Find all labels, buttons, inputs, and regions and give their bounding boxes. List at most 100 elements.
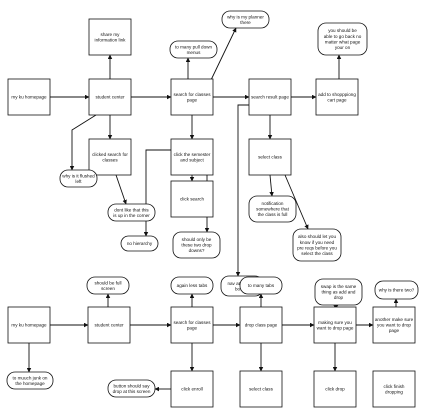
step-box — [7, 78, 51, 116]
step-box — [170, 78, 214, 116]
node-label-line: your on — [335, 45, 351, 50]
node-label-line: add to shopppiong — [318, 92, 356, 97]
comment-bubble — [6, 371, 54, 390]
step-box-r2_home: my ku homepage — [7, 306, 51, 344]
comment-bubble — [59, 169, 98, 188]
step-box — [88, 18, 132, 56]
node-label-line: should be full — [94, 280, 121, 285]
node-label-line: the class is full — [258, 212, 288, 217]
comment-bubble — [169, 40, 218, 59]
node-label-line: student center — [95, 95, 125, 100]
node-label-line: another make sure — [375, 317, 414, 322]
node-label-line: the homepage — [15, 381, 45, 386]
node-label-line: notification — [262, 201, 284, 206]
step-box — [313, 306, 357, 344]
node-label-line: share my — [101, 32, 121, 37]
diagram-edges — [26, 27, 399, 392]
node-label-line: should only be — [182, 237, 212, 242]
node-label-line: is up in the corner — [113, 213, 150, 218]
comment-bubble — [107, 203, 156, 222]
step-box — [313, 370, 357, 408]
comment-bubble — [86, 276, 130, 295]
comment-bubble — [120, 235, 159, 252]
comment-bubble — [314, 278, 363, 306]
step-box — [170, 180, 214, 218]
step-box — [88, 138, 132, 176]
edge-r1_result-to-r1_navtop — [235, 104, 249, 277]
node-label-line: able to go back no — [324, 34, 362, 39]
comment-bubble — [317, 22, 368, 56]
node-label-line: and subject — [180, 157, 204, 162]
step-box-r1_clicksearch: click search — [170, 180, 214, 218]
node-label-line: left — [75, 179, 82, 184]
node-label-line: drop class page — [245, 323, 278, 328]
node-label-line: menus — [187, 50, 201, 55]
node-label-line: click enroll — [181, 387, 202, 392]
comment-bubble — [107, 379, 156, 398]
node-label-line: my ku homepage — [11, 323, 47, 328]
comment-bubble — [170, 276, 214, 295]
node-label-line: to many tabs — [248, 283, 275, 288]
node-label-line: page — [187, 325, 198, 330]
node-label-line: you want to drop — [377, 323, 411, 328]
node-label-line: click finish — [384, 384, 405, 389]
step-box — [239, 306, 283, 344]
edge-r1_selectclass-to-r1_prereq — [284, 174, 309, 230]
step-box — [170, 370, 214, 408]
node-label-line: click the semester — [174, 152, 211, 157]
comment-bubble — [292, 228, 342, 262]
node-label-line: page — [389, 328, 400, 333]
step-box — [87, 306, 131, 344]
node-label-line: search result page — [251, 95, 289, 100]
node-label-line: my ku homepage — [11, 95, 47, 100]
node-label-line: click drop — [325, 387, 345, 392]
step-box — [88, 78, 132, 116]
node-label-line: select the class — [301, 251, 333, 256]
node-label-line: want to drop page — [317, 325, 354, 330]
step-box — [170, 306, 214, 344]
comment-bubble-r1_nohier: no hierarchy — [120, 235, 159, 252]
node-label-line: pre reqs before you — [297, 245, 337, 250]
node-label-line: also should let you — [298, 234, 336, 239]
comment-bubble — [172, 231, 221, 259]
comment-bubble-r2_manytabs: to many tabs — [239, 276, 283, 295]
node-label-line: no hierarchy — [127, 241, 153, 246]
node-label-line: student center — [94, 323, 124, 328]
node-label-line: swap is the same — [321, 284, 357, 289]
edge-r1_student-to-r1_why_left — [69, 114, 97, 171]
node-label-line: why is there two? — [379, 288, 415, 293]
edge-r1_semester-to-r1_nohier — [143, 149, 171, 237]
node-label-line: downs? — [189, 248, 205, 253]
node-label-line: drop at this screen — [113, 389, 151, 394]
node-label-line: button should say — [113, 383, 150, 388]
node-label-line: again less tabs — [177, 283, 208, 288]
comment-bubble — [248, 195, 297, 223]
step-box-r1_home: my ku homepage — [7, 78, 51, 116]
node-label-line: why is my planner — [227, 14, 264, 19]
node-label-line: click search — [180, 197, 204, 202]
node-label-line: thing as add and — [322, 290, 356, 295]
node-label-line: somewhere that — [256, 207, 289, 212]
edge-r1_selectclass-to-r1_notif — [269, 174, 274, 197]
node-label-line: know if you need — [300, 240, 335, 245]
edge-r1_search-to-r1_planner — [210, 27, 237, 81]
node-label-line: page — [187, 97, 198, 102]
node-label-line: to muuch junk on — [13, 375, 48, 380]
comment-bubble-r2_lesstabs: again less tabs — [170, 276, 214, 295]
